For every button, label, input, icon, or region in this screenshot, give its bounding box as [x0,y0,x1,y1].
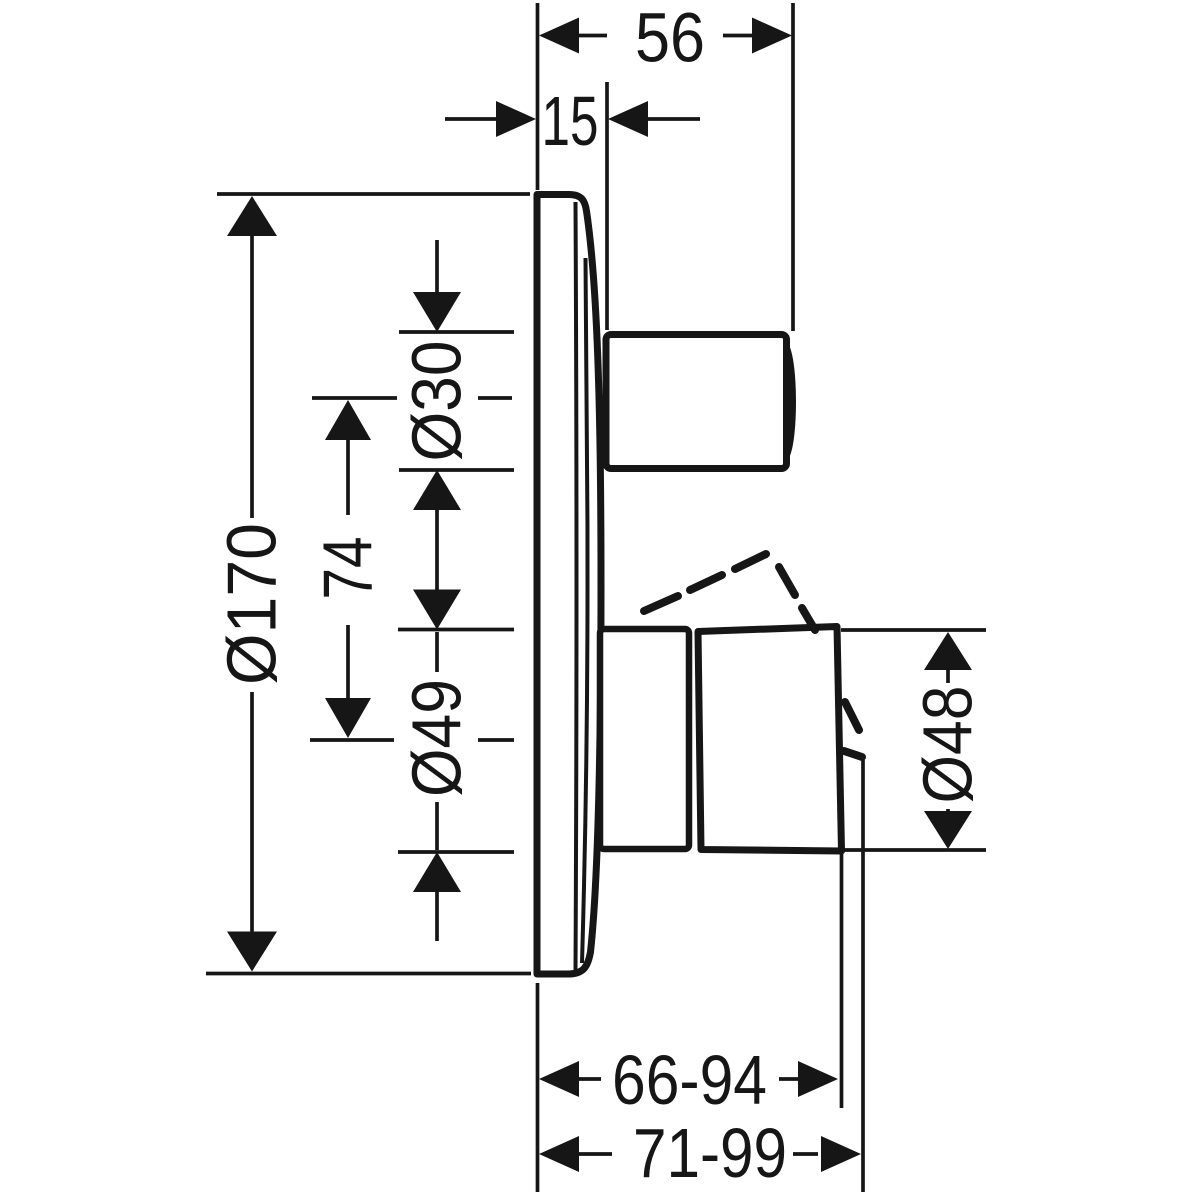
svg-text:71-99: 71-99 [633,1114,787,1192]
svg-text:Ø170: Ø170 [213,523,291,685]
svg-text:Ø49: Ø49 [398,679,476,797]
svg-text:66-94: 66-94 [612,1041,767,1119]
svg-text:Ø30: Ø30 [398,341,476,462]
svg-text:Ø48: Ø48 [909,686,987,804]
svg-text:56: 56 [635,0,705,77]
svg-text:15: 15 [542,82,599,160]
svg-text:74: 74 [309,537,387,600]
